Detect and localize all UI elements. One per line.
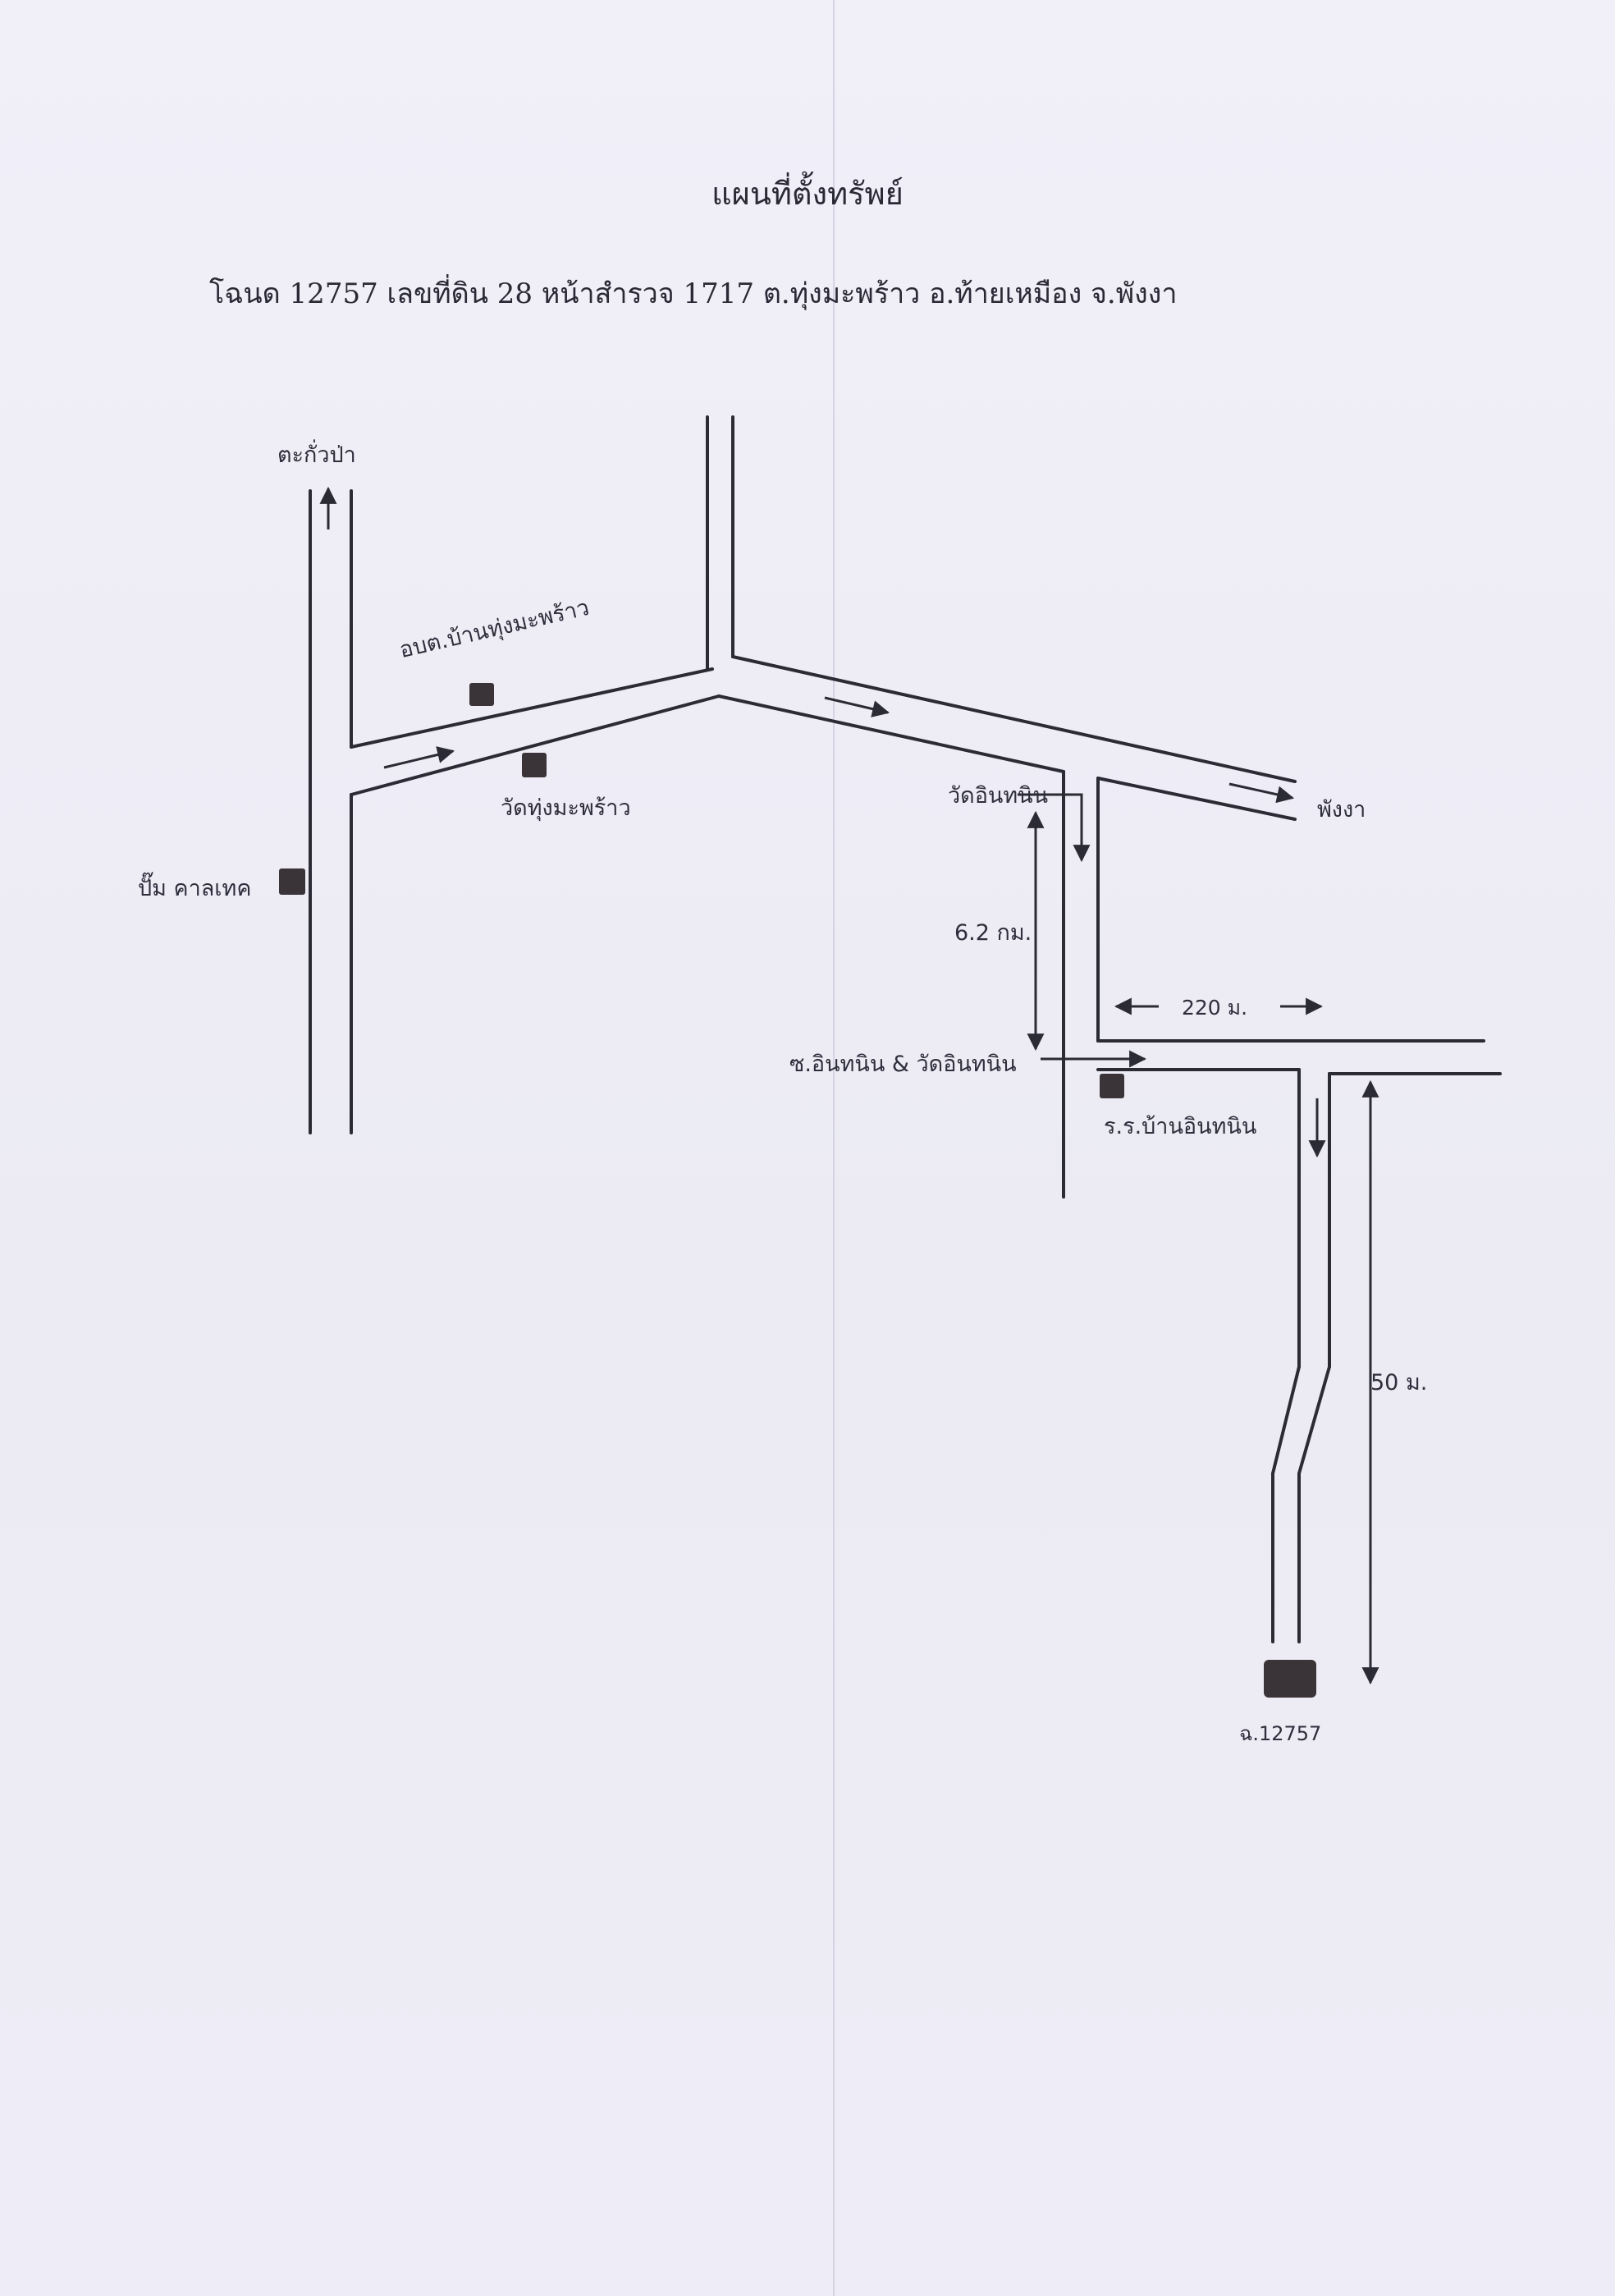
label-50-m: 50 ม. <box>1370 1370 1428 1395</box>
label-soi-inthanin: ซ.อินทนิน & วัดอินทนิน <box>789 1052 1017 1077</box>
marker-wat-thung <box>522 753 547 777</box>
label-takuapa: ตะกั่วป่า <box>277 442 356 468</box>
deed-info: โฉนด 12757 เลขที่ดิน 28 หน้าสำรวจ 1717 ต… <box>209 277 1178 310</box>
road-connector-top-edge <box>350 667 714 749</box>
road-phangnga-bottom-edge <box>717 694 1065 773</box>
label-6-2-km: 6.2 กม. <box>954 920 1032 946</box>
marker-school <box>1100 1074 1124 1098</box>
arrow-wat-turn <box>1018 793 1091 863</box>
label-parcel: ฉ.12757 <box>1239 1722 1322 1745</box>
label-wat-thung: วัดทุ่งมะพร้าว <box>501 795 631 821</box>
arrow-connector <box>383 746 455 769</box>
label-phangnga: พังงา <box>1317 797 1366 823</box>
label-wat-inthanin: วัดอินทนิน <box>948 783 1049 809</box>
marker-parcel <box>1264 1660 1316 1698</box>
road-connector-bottom-edge <box>350 694 721 796</box>
label-caltex: ปั๊ม คาลเทค <box>138 876 252 901</box>
label-school: ร.ร.บ้านอินทนิน <box>1104 1114 1257 1139</box>
fold-line <box>833 0 835 2296</box>
marker-caltex <box>279 868 305 895</box>
arrow-east <box>824 696 890 717</box>
arrow-phangnga <box>1228 782 1295 804</box>
map-title: แผนที่ตั้งทรัพย์ <box>711 176 904 212</box>
marker-sao-office <box>469 683 494 706</box>
road-phangnga-top-edge <box>731 655 1297 783</box>
label-220-m: 220 ม. <box>1182 996 1248 1020</box>
